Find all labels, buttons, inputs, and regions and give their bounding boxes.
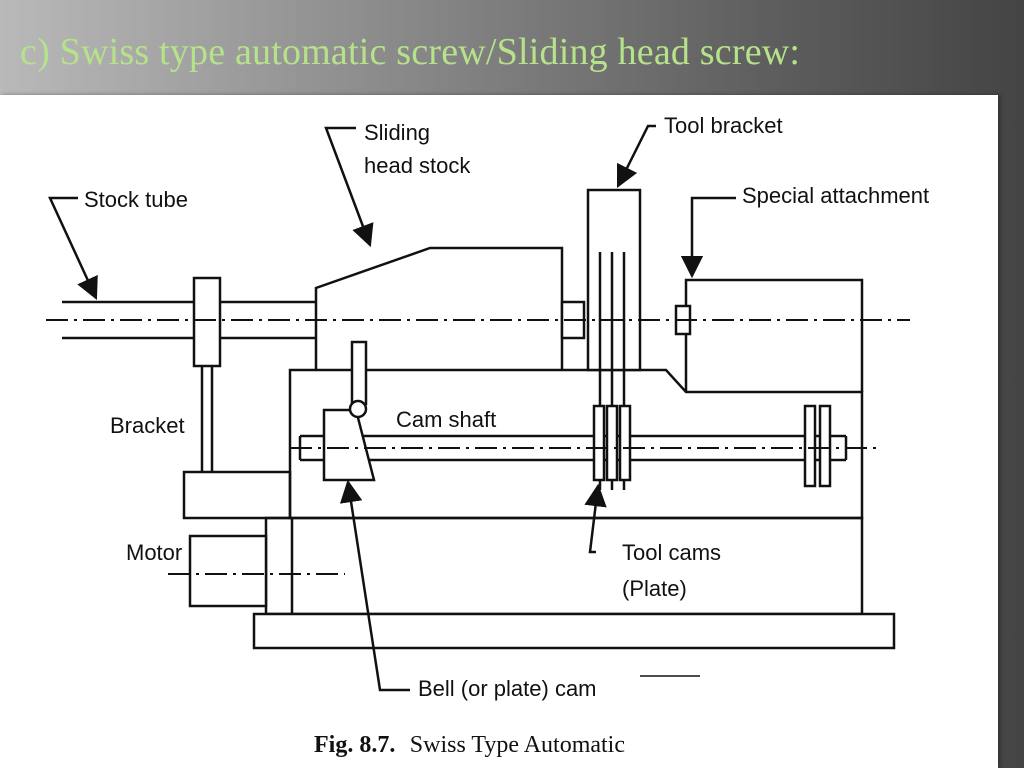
label-sliding-2: head stock	[364, 153, 471, 178]
figure-caption: Fig. 8.7. Swiss Type Automatic	[314, 732, 625, 758]
label-tool-cams-2: (Plate)	[622, 576, 687, 601]
label-special-attachment: Special attachment	[742, 183, 929, 208]
special-attachment-housing	[684, 278, 864, 392]
tool-cams	[592, 404, 832, 488]
label-motor: Motor	[126, 540, 182, 565]
label-bracket: Bracket	[110, 413, 185, 438]
sliding-head-stock	[314, 246, 564, 370]
figure-number: Fig. 8.7.	[314, 732, 395, 758]
stock-tube	[62, 300, 316, 340]
tool-bracket	[586, 188, 642, 372]
swiss-automatic-diagram: Sliding head stock Tool bracket Stock tu…	[46, 113, 929, 758]
base-plate	[252, 612, 896, 650]
bracket-part	[182, 276, 292, 520]
bell-cam	[322, 408, 376, 482]
slide-title: c) Swiss type automatic screw/Sliding he…	[20, 31, 801, 73]
label-bell-cam: Bell (or plate) cam	[418, 676, 597, 701]
machine-bed	[288, 368, 864, 520]
label-tool-bracket: Tool bracket	[664, 113, 783, 138]
label-cam-shaft: Cam shaft	[396, 407, 496, 432]
motor-body	[188, 534, 268, 608]
label-sliding-1: Sliding	[364, 120, 430, 145]
label-stock-tube: Stock tube	[84, 187, 188, 212]
diagram-figure: Sliding head stock Tool bracket Stock tu…	[0, 95, 998, 768]
figure-title: Swiss Type Automatic	[410, 732, 625, 758]
label-tool-cams-1: Tool cams	[622, 540, 721, 565]
